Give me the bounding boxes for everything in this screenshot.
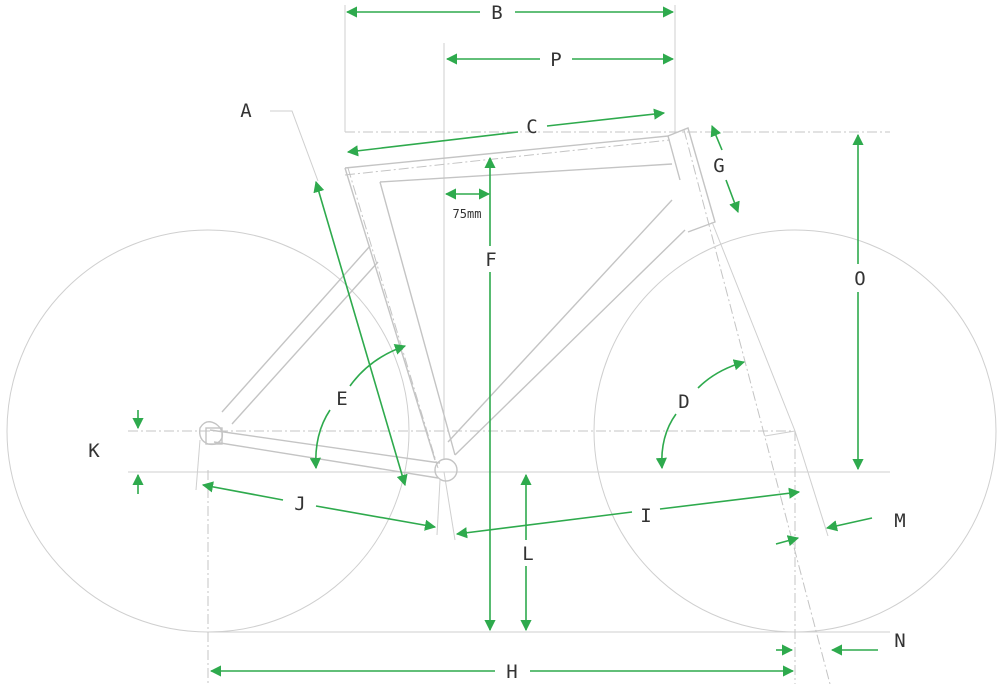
label-c: C [526, 116, 537, 138]
label-a: A [240, 100, 252, 122]
dimension-arrows [132, 6, 878, 677]
label-j: J [294, 493, 305, 515]
label-g: G [713, 155, 724, 177]
label-p: P [550, 49, 561, 71]
label-m: M [894, 510, 905, 532]
label-b: B [491, 2, 502, 24]
bicycle-frame [198, 127, 796, 482]
label-h: H [506, 661, 517, 683]
label-f: F [485, 249, 496, 271]
label-e: E [336, 388, 347, 410]
label-d: D [678, 391, 689, 413]
label-i: I [640, 505, 651, 527]
label-n: N [894, 630, 905, 652]
dimension-labels: A B P C G 75mm F O E D K J I M L N H [88, 2, 905, 683]
label-l: L [522, 543, 533, 565]
label-k: K [88, 440, 100, 462]
label-o: O [854, 268, 865, 290]
reference-lines [128, 5, 890, 684]
label-75mm: 75mm [453, 207, 482, 221]
